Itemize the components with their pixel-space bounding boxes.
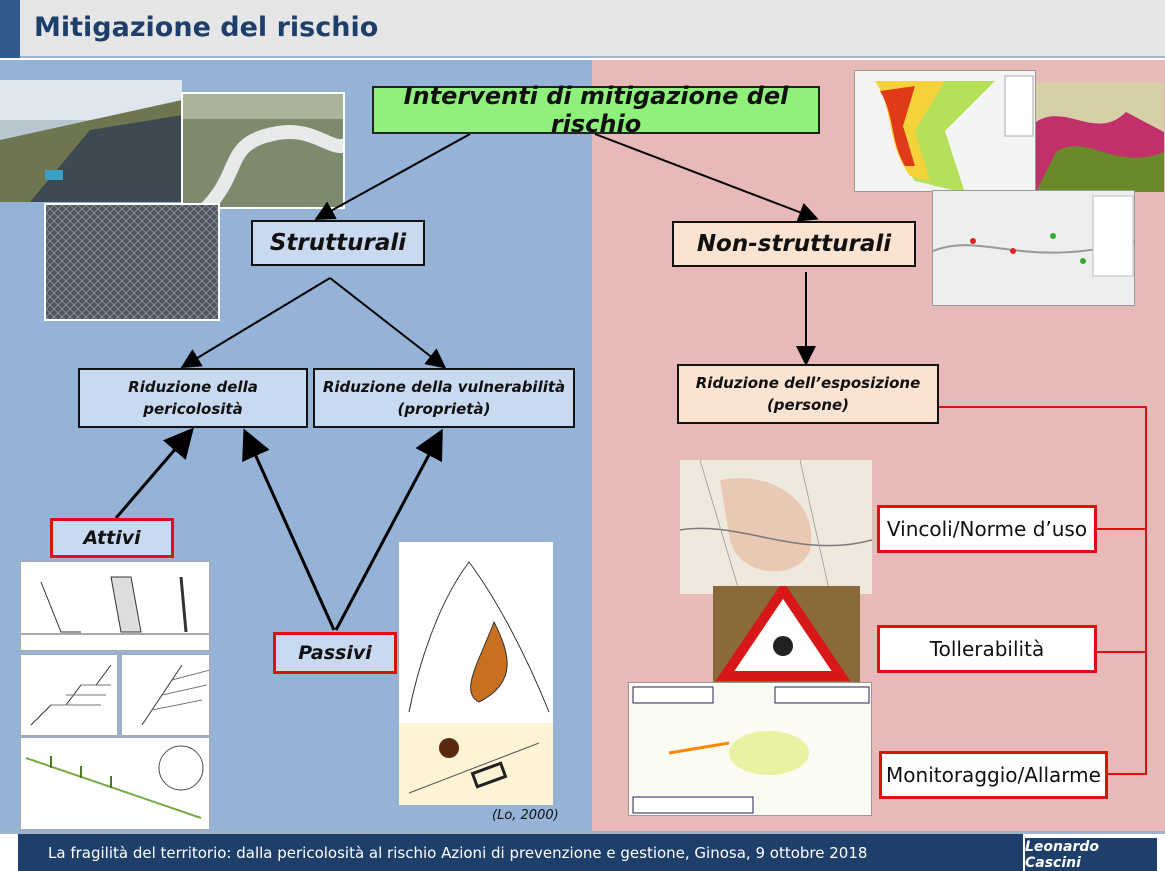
root-node: Interventi di mitigazione del rischio: [372, 82, 820, 138]
monitoring-map: [932, 190, 1135, 306]
soil-nailing-figure: [121, 654, 210, 736]
exposure-reduction-node: Riduzione dell’esposizione (persone): [677, 364, 939, 424]
debris-flow-sketch: [399, 542, 553, 725]
non-structural-node: Non-strutturali: [672, 221, 916, 267]
hazard-reduction-line-1: Riduzione della: [128, 378, 258, 396]
channel-works-photo: [181, 92, 345, 209]
hazard-map-2: [1036, 82, 1164, 192]
bioengineering-figure: [20, 737, 210, 830]
exposure-reduction-line-2: (persone): [766, 396, 850, 414]
vulnerability-reduction-node: Riduzione della vulnerabilità (proprietà): [313, 368, 575, 428]
slope-works-photo: [0, 80, 182, 202]
hazard-reduction-node: Riduzione della pericolosità: [78, 368, 308, 428]
rockfall-sign-photo: [713, 586, 860, 682]
footer-author: Leonardo Cascini: [1025, 838, 1157, 871]
title-accent: [0, 0, 20, 58]
tolerability-node: Tollerabilità: [877, 625, 1097, 673]
reinforced-slope-figure: [20, 654, 118, 736]
citation: (Lo, 2000): [492, 808, 559, 823]
footer-divider: [0, 831, 1165, 834]
hazard-reduction-line-2: pericolosità: [143, 400, 243, 418]
rockfall-barrier-sketch: [399, 723, 553, 805]
title-bar: [0, 0, 1165, 58]
retaining-walls-figure: [20, 561, 210, 651]
zoning-map: [680, 460, 872, 594]
hazard-map-1: [854, 70, 1036, 192]
rock-mesh-photo: [44, 203, 220, 321]
exposure-reduction-line-1: Riduzione dell’esposizione: [695, 374, 921, 392]
footer-text: La fragilità del territorio: dalla peric…: [18, 834, 1023, 871]
monitoring-alarm-node: Monitoraggio/Allarme: [879, 751, 1108, 799]
structural-node: Strutturali: [251, 220, 425, 266]
land-use-rules-node: Vincoli/Norme d’uso: [877, 505, 1097, 553]
vulnerability-reduction-line-2: (proprietà): [397, 400, 491, 418]
page-title: Mitigazione del rischio: [34, 12, 379, 43]
passive-measures-node: Passivi: [273, 632, 397, 674]
active-measures-node: Attivi: [50, 518, 174, 558]
flood-warning-diagram: [628, 682, 872, 816]
vulnerability-reduction-line-1: Riduzione della vulnerabilità: [322, 378, 566, 396]
